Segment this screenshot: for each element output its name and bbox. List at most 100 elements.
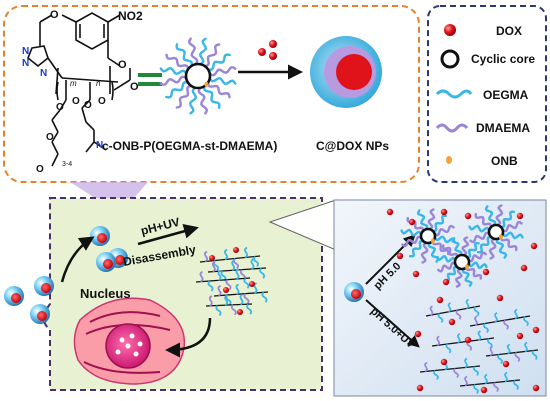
equals-sign <box>138 73 162 86</box>
polymer-arm <box>206 53 231 72</box>
polymer-arm <box>187 37 199 66</box>
polymer-arm <box>433 370 439 380</box>
polymer-arm <box>523 316 529 327</box>
polymer-arm <box>464 357 468 369</box>
dox-dot <box>269 40 277 48</box>
polymer-arm <box>468 224 491 233</box>
ether-oxygen-label: O <box>50 9 59 21</box>
released-polymer-fragments <box>195 246 269 316</box>
legend-onb-label: ONB <box>491 154 518 168</box>
polymer-arm <box>436 254 457 263</box>
panel-polymer-graphics <box>386 204 540 394</box>
repeat-index-n: n <box>96 79 101 88</box>
polymer-arm <box>223 248 229 261</box>
backbone-chain <box>195 277 251 283</box>
polymer-arm <box>217 284 222 297</box>
polymer-arm <box>467 261 488 270</box>
polymer-arm <box>473 306 480 317</box>
polymer-arm <box>455 309 462 320</box>
polymer-arm <box>261 291 268 303</box>
backbone-chain <box>213 291 269 297</box>
polymer-arm <box>424 361 428 373</box>
polymer-arm <box>401 235 423 248</box>
polymer-arm <box>217 269 222 282</box>
polymer-arm <box>465 265 483 280</box>
polymer-arm <box>203 43 221 68</box>
polymer-arm <box>230 304 237 316</box>
polymer-arm <box>220 270 227 282</box>
oegma-oxygen-4-label: O <box>36 164 44 175</box>
polymer-arm <box>239 293 244 306</box>
polymer-arm <box>208 76 237 86</box>
polymer-arm <box>464 375 468 387</box>
dox-dot <box>480 386 488 394</box>
dox-dot <box>516 212 524 220</box>
polymer-arm <box>432 239 450 256</box>
dox-dot <box>530 242 538 250</box>
polymer-arm <box>199 270 204 283</box>
polymer-arm <box>506 343 511 355</box>
backbone-chain <box>469 315 531 327</box>
dox-dot <box>442 278 450 286</box>
dmaema-oxygen-1-label: O <box>84 100 92 111</box>
polymer-arm <box>469 231 491 244</box>
nitro-group-label: NO2 <box>118 9 143 23</box>
polymer-arm <box>499 210 516 228</box>
polymer-arm <box>437 261 457 273</box>
extracellular-nanoparticles <box>4 276 54 324</box>
dox-dot <box>414 330 422 338</box>
polymer-arm <box>461 267 473 287</box>
polymer-arm <box>225 294 232 306</box>
polymer-arm <box>250 258 255 270</box>
triazole-n1-label: N <box>22 46 29 57</box>
polymer-arm <box>408 240 425 258</box>
polymer-arm <box>500 235 518 252</box>
polymer-arm <box>474 315 478 326</box>
polymer-arm <box>444 265 459 283</box>
polymer-arm <box>431 214 448 232</box>
polymer-arm <box>473 366 479 376</box>
triazole-n3-label: N <box>40 68 47 79</box>
dox-dot <box>386 208 394 216</box>
polymer-arm <box>259 267 266 279</box>
legend-dox-swatch <box>444 24 456 36</box>
polymer-arm <box>501 231 524 240</box>
polymer-arm <box>243 277 250 289</box>
backbone-chain <box>431 337 495 347</box>
triazole-n2-label: N <box>22 58 29 69</box>
polymer-arm <box>493 382 499 392</box>
carbonyl-oxygen-label: O <box>130 81 139 93</box>
polymer-arm <box>487 338 493 349</box>
oegma-repeat-index: 3-4 <box>62 161 72 168</box>
polymer-arm <box>495 237 508 259</box>
polymer-arm <box>473 384 479 394</box>
np-dox-core <box>336 54 372 90</box>
dox-dot <box>396 252 404 260</box>
polymer-arm <box>483 323 489 333</box>
dmaema-oxygen-2-label: O <box>98 96 106 107</box>
polymer-arm <box>231 259 236 272</box>
polymer-arm <box>235 268 240 280</box>
polymer-arm <box>514 352 521 362</box>
polymer-arm <box>513 380 519 390</box>
polymer-arm <box>494 312 498 323</box>
legend: DOX Cyclic core OEGMA DMAEMA ONB <box>435 24 535 168</box>
polymer-arm <box>208 65 237 77</box>
dox-dot <box>496 294 504 302</box>
polymer-arm <box>175 84 193 109</box>
nucleus-label: Nucleus <box>80 286 131 301</box>
polymer-arm <box>206 81 231 99</box>
polymer-arm <box>445 343 452 354</box>
backbone-chain <box>485 349 539 357</box>
triazole-ring <box>27 45 49 68</box>
backbone-chain <box>199 255 261 263</box>
dox-dot <box>464 336 472 344</box>
polymer-arm <box>447 302 452 313</box>
oegma-oxygen-2-label: O <box>72 96 80 107</box>
polymer-arm <box>437 313 444 323</box>
dox-dot <box>223 287 229 293</box>
polymer-arm <box>224 294 229 306</box>
polymer-arm <box>159 75 188 87</box>
dox-nanoparticle <box>310 36 382 108</box>
